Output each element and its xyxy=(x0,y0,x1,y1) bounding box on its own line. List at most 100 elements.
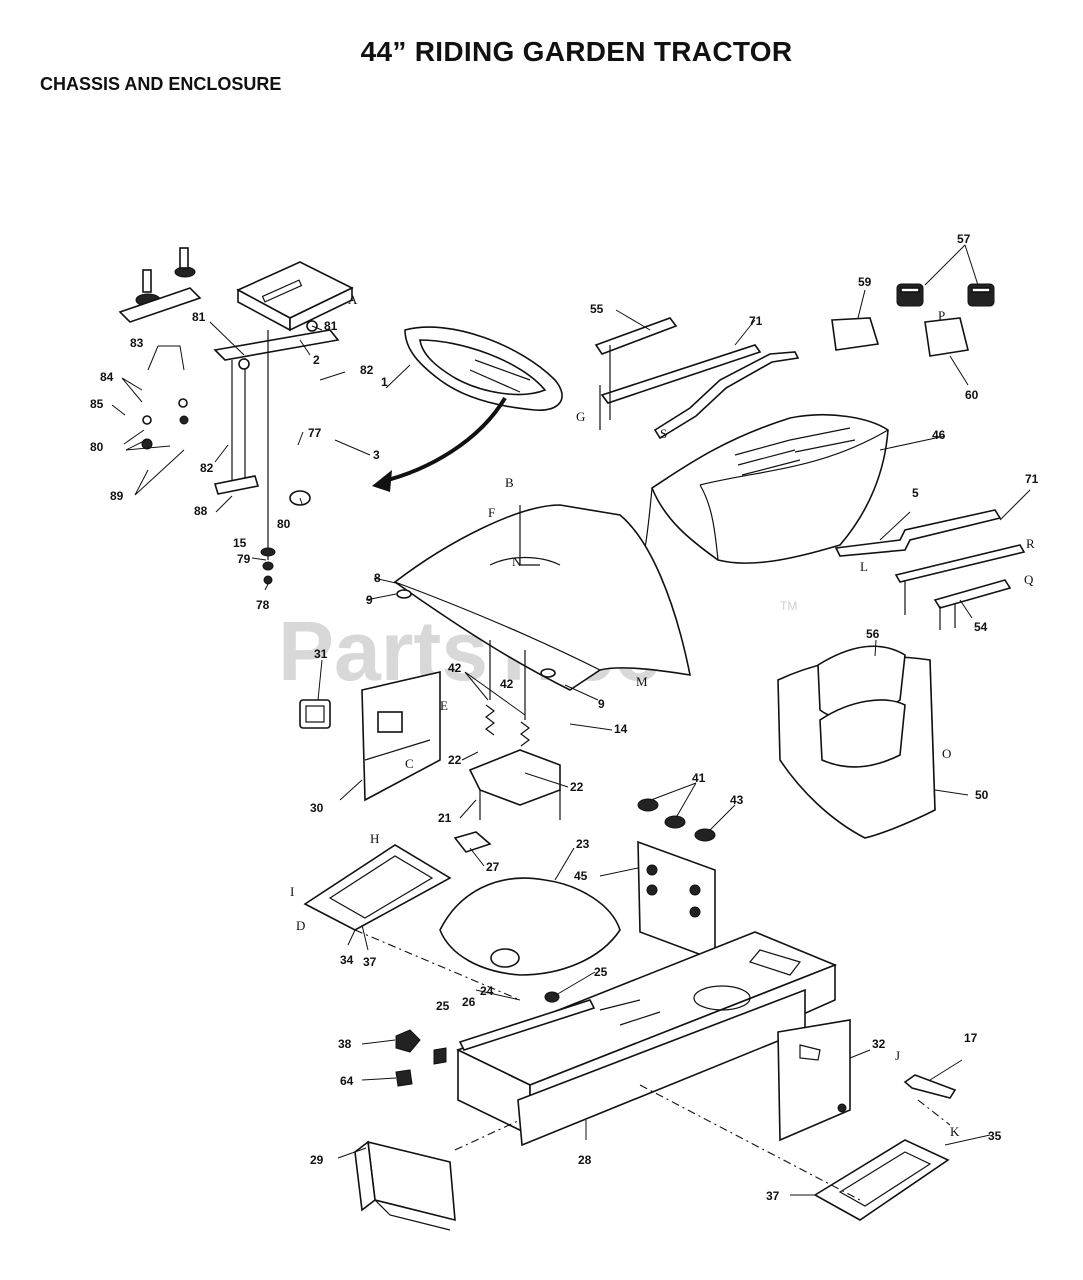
callout-71-b: 71 xyxy=(1025,472,1039,486)
section-title: CHASSIS AND ENCLOSURE xyxy=(40,74,282,94)
callout-50: 50 xyxy=(975,788,989,802)
callout-5: 5 xyxy=(912,486,919,500)
callout-22-a: 22 xyxy=(448,753,462,767)
callout-89: 89 xyxy=(110,489,124,503)
clip-part-b xyxy=(544,991,560,1003)
fender-support-right xyxy=(834,509,1026,630)
dash-panel-parts xyxy=(831,283,995,357)
letter-N: N xyxy=(512,554,522,569)
reference-letters: A B C D E F G H I J K L M N O P Q R S xyxy=(290,292,1035,1139)
letter-D: D xyxy=(296,918,305,933)
callout-82-b: 82 xyxy=(200,461,214,475)
spring-bracket-part xyxy=(468,640,561,820)
callout-42-a: 42 xyxy=(448,661,462,675)
callout-37-b: 37 xyxy=(766,1189,780,1203)
callout-34: 34 xyxy=(340,953,354,967)
letter-P: P xyxy=(938,308,945,323)
leader-lines xyxy=(111,244,1031,1196)
callout-59: 59 xyxy=(858,275,872,289)
seat-pan-part xyxy=(236,261,354,332)
right-side-panel xyxy=(777,1019,851,1142)
callout-15: 15 xyxy=(233,536,247,550)
callout-88: 88 xyxy=(194,504,208,518)
callout-27: 27 xyxy=(486,860,500,874)
plate-inner xyxy=(305,705,325,723)
frame-rod-part xyxy=(458,999,596,1051)
callout-77: 77 xyxy=(308,426,322,440)
seat-arrow-curve xyxy=(379,396,507,484)
letter-A: A xyxy=(348,292,358,307)
callout-32: 32 xyxy=(872,1037,886,1051)
lever-part xyxy=(903,1074,957,1099)
callout-55: 55 xyxy=(590,302,604,316)
letter-M: M xyxy=(636,674,648,689)
letter-F: F xyxy=(488,505,495,520)
letter-O: O xyxy=(942,746,951,761)
callout-14: 14 xyxy=(614,722,628,736)
rear-plate-part xyxy=(354,1140,456,1231)
assembly-line-4 xyxy=(917,1099,951,1126)
letter-Q: Q xyxy=(1024,572,1034,587)
letter-J: J xyxy=(895,1048,900,1063)
callout-38: 38 xyxy=(338,1037,352,1051)
callout-3: 3 xyxy=(373,448,380,462)
callout-22-b: 22 xyxy=(570,780,584,794)
hood-part xyxy=(644,413,889,564)
seat-bolt-stack xyxy=(260,330,276,585)
callout-25-b: 25 xyxy=(436,999,450,1013)
letter-E: E xyxy=(440,698,448,713)
callout-45: 45 xyxy=(574,869,588,883)
nut-part-a xyxy=(395,1029,421,1053)
callout-56: 56 xyxy=(866,627,880,641)
bumper-part-c xyxy=(694,828,716,842)
callout-81-b: 81 xyxy=(324,319,338,333)
callout-60: 60 xyxy=(965,388,979,402)
letter-I: I xyxy=(290,884,294,899)
assembly-line-1 xyxy=(354,929,521,1001)
watermark-trademark: TM xyxy=(780,599,797,613)
page-title: 44” RIDING GARDEN TRACTOR xyxy=(360,36,793,67)
callout-28: 28 xyxy=(578,1153,592,1167)
seat-arrow-head xyxy=(372,470,392,492)
grille-nose-part xyxy=(777,645,936,839)
letter-B: B xyxy=(505,475,514,490)
callout-labels: 1 2 3 5 8 9 9 14 15 17 21 22 22 23 24 25… xyxy=(90,232,1039,1203)
callout-24: 24 xyxy=(480,984,494,998)
pad-part xyxy=(453,831,492,853)
seat-washers xyxy=(141,320,318,450)
callout-79: 79 xyxy=(237,552,251,566)
seat-bracket-part xyxy=(213,329,340,506)
callout-21: 21 xyxy=(438,811,452,825)
callout-41: 41 xyxy=(692,771,706,785)
assembly-line-2 xyxy=(639,1084,861,1201)
assembly-line-3 xyxy=(454,1119,521,1151)
letter-K: K xyxy=(950,1124,960,1139)
callout-29: 29 xyxy=(310,1153,324,1167)
plate-part xyxy=(299,699,331,729)
callout-80-b: 80 xyxy=(277,517,291,531)
bumper-part-b xyxy=(664,815,686,829)
clip-part-a xyxy=(433,1047,447,1065)
letter-R: R xyxy=(1026,536,1035,551)
letter-G: G xyxy=(576,409,585,424)
callout-2: 2 xyxy=(313,353,320,367)
callout-80-a: 80 xyxy=(90,440,104,454)
callout-78: 78 xyxy=(256,598,270,612)
seat-part xyxy=(404,326,563,411)
callout-83: 83 xyxy=(130,336,144,350)
rear-panel-part xyxy=(637,840,716,962)
seat-spring-assembly xyxy=(118,247,202,323)
callout-64: 64 xyxy=(340,1074,354,1088)
body-panel-part xyxy=(393,504,692,691)
callout-31: 31 xyxy=(314,647,328,661)
right-footrest-part xyxy=(813,1139,950,1221)
callout-23: 23 xyxy=(576,837,590,851)
callout-30: 30 xyxy=(310,801,324,815)
letter-C: C xyxy=(405,756,414,771)
callout-82-a: 82 xyxy=(360,363,374,377)
callout-17: 17 xyxy=(964,1031,978,1045)
floor-pan-part xyxy=(439,877,621,976)
letter-S: S xyxy=(660,426,667,441)
callout-81-a: 81 xyxy=(192,310,206,324)
